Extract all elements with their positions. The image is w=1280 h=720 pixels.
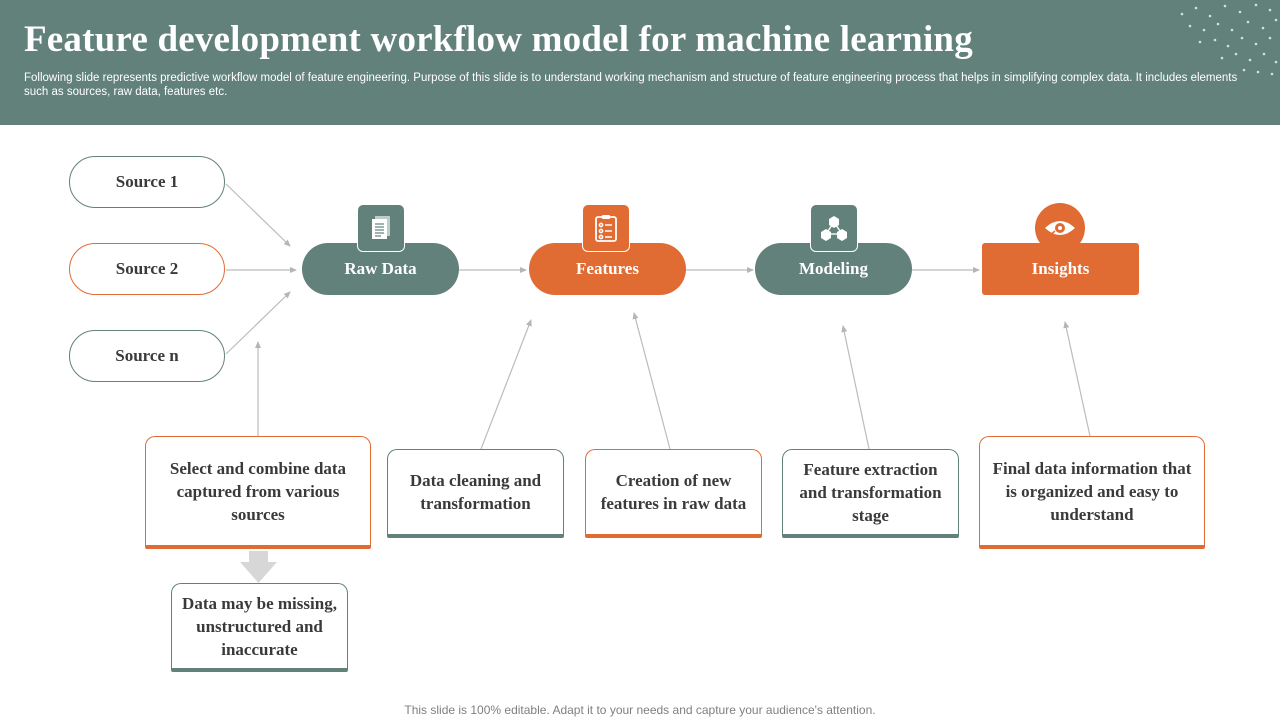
card-feature-extraction: Feature extraction and transformation st…	[782, 449, 959, 538]
arrow-card3-up	[632, 312, 671, 450]
decorative-dots	[1180, 3, 1278, 76]
card-data-missing: Data may be missing, unstructured and in…	[171, 583, 348, 672]
clipboard-checklist-icon	[582, 204, 630, 252]
stage-modeling-label: Modeling	[799, 259, 868, 278]
source-1-label: Source 1	[115, 172, 179, 191]
header-banner: Feature development workflow model for m…	[0, 0, 1280, 125]
card-select-combine-text: Select and combine data captured from va…	[169, 458, 347, 524]
card-feature-extraction-text: Feature extraction and transformation st…	[799, 459, 942, 525]
stage-raw-data-label: Raw Data	[344, 259, 417, 278]
source-1-pill: Source 1	[69, 156, 225, 208]
card-feature-creation-text: Creation of new features in raw data	[600, 471, 747, 513]
page-subtitle: Following slide represents predictive wo…	[24, 72, 1238, 98]
stage-insights-label: Insights	[1031, 259, 1090, 278]
document-icon	[357, 204, 405, 252]
source-n-pill: Source n	[69, 330, 225, 382]
source-n-label: Source n	[115, 346, 179, 365]
eye-icon	[1035, 203, 1085, 253]
stage-features-label: Features	[576, 259, 639, 278]
card-final-data: Final data information that is organized…	[979, 436, 1205, 549]
page-title: Feature development workflow model for m…	[24, 19, 973, 60]
source-2-pill: Source 2	[69, 243, 225, 295]
arrow-source1-rawdata	[225, 183, 291, 247]
card-final-data-text: Final data information that is organized…	[992, 458, 1192, 524]
down-arrow-icon	[240, 551, 277, 583]
card-feature-creation: Creation of new features in raw data	[585, 449, 762, 538]
arrow-card4-up	[841, 325, 870, 450]
card-data-missing-text: Data may be missing, unstructured and in…	[182, 593, 337, 659]
card-data-cleaning-text: Data cleaning and transformation	[409, 471, 542, 513]
source-2-label: Source 2	[115, 259, 179, 278]
card-data-cleaning: Data cleaning and transformation	[387, 449, 564, 538]
arrow-card5-up	[1063, 321, 1091, 437]
arrow-card2-up	[480, 319, 532, 450]
cubes-network-icon	[810, 204, 858, 252]
footer-note: This slide is 100% editable. Adapt it to…	[404, 703, 876, 717]
card-select-combine: Select and combine data captured from va…	[145, 436, 371, 549]
arrow-sourcen-rawdata	[225, 291, 291, 355]
